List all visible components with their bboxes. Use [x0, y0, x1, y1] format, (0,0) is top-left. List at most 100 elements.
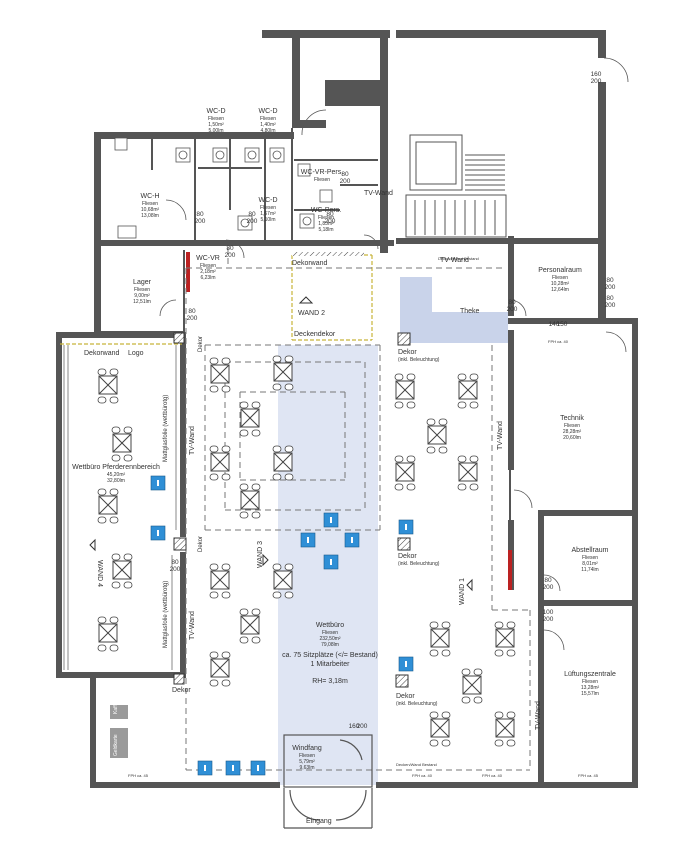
chair	[494, 739, 504, 747]
decor-label: Dekor	[172, 687, 191, 694]
room-perimeter: 4,80lm	[260, 128, 275, 134]
chair	[109, 488, 119, 496]
wall-1-label: WAND 1	[459, 578, 466, 605]
entrance	[283, 734, 373, 829]
chair	[209, 679, 219, 687]
room-area: 1,40m²	[260, 122, 276, 128]
fph-label: FPH ca. 40	[548, 339, 569, 344]
door-dim: 80	[606, 295, 614, 302]
glass-film-label: Mattglasfolie (wettbürotg)	[163, 395, 169, 462]
chair	[284, 473, 294, 481]
chair	[441, 621, 451, 629]
chair	[111, 581, 121, 589]
room-name: WC-D	[258, 197, 277, 204]
room-perimeter: 5,10lm	[260, 217, 275, 223]
room-area: 5,79m²	[299, 759, 315, 765]
table-group	[394, 373, 416, 409]
table-cross	[458, 462, 478, 482]
room-name: WC-VR	[196, 255, 220, 262]
chair	[111, 426, 121, 434]
window-dim: 140	[549, 321, 560, 328]
chair	[239, 511, 249, 519]
chair	[394, 373, 404, 381]
decor-lighting-note: (inkl. Beleuchtung)	[398, 561, 440, 567]
chair	[272, 563, 282, 571]
room-floor: Fliesen	[208, 116, 224, 122]
chair	[97, 616, 107, 624]
betting-terminal	[323, 512, 339, 528]
chair	[109, 616, 119, 624]
decor-label: Dekor	[396, 693, 415, 700]
table-group	[394, 455, 416, 491]
chair	[406, 483, 416, 491]
door-dim: 80	[326, 211, 334, 218]
cash-label: Geldkarte	[113, 734, 119, 756]
table-group	[426, 418, 448, 454]
betting-terminal	[300, 532, 316, 548]
door-dim: 200	[340, 178, 351, 185]
table-cross	[210, 658, 230, 678]
door-dim: 80	[606, 277, 614, 284]
room-perimeter: 20,60lm	[563, 435, 581, 441]
chair	[461, 668, 471, 676]
room-name: Lager	[133, 279, 152, 286]
door-dim: 200	[195, 218, 206, 225]
sanitary	[114, 137, 333, 239]
wall-arrows	[89, 296, 473, 592]
chair	[111, 553, 121, 561]
table-group	[97, 488, 119, 524]
betting-terminal	[197, 760, 213, 776]
chair	[251, 429, 261, 437]
terminal-mark	[307, 537, 309, 543]
chair	[461, 696, 471, 704]
betting-terminal	[150, 475, 166, 491]
room-name: WC-H	[140, 193, 159, 200]
chair	[239, 429, 249, 437]
room-name: WC-D	[206, 108, 225, 115]
chair	[221, 445, 231, 453]
table-cross	[273, 362, 293, 382]
terminal-mark	[232, 765, 234, 771]
betting-terminal	[398, 656, 414, 672]
room-floor: Fliesen	[552, 275, 568, 281]
room-name: WC-D	[258, 108, 277, 115]
room-name: WC-VR-Pers.	[301, 169, 343, 176]
table-cross	[458, 380, 478, 400]
room-floor: Fliesen	[299, 753, 315, 759]
table-cross	[273, 452, 293, 472]
table-group	[239, 608, 261, 644]
table-cross	[240, 490, 260, 510]
door-dim: 200	[187, 315, 198, 322]
terminal-mark	[257, 765, 259, 771]
decor-label: Dekor	[398, 553, 417, 560]
chair	[441, 711, 451, 719]
room-name: WC-Pers.	[311, 207, 341, 214]
chair	[469, 455, 479, 463]
door-dim: 80	[171, 559, 179, 566]
room-name: Lüftungszentrale	[564, 671, 616, 678]
door-dim: 200	[605, 284, 616, 291]
chair	[469, 483, 479, 491]
chair	[221, 591, 231, 599]
room-area: 45,20m²	[107, 472, 126, 478]
screens-layer	[150, 475, 414, 776]
chair	[438, 446, 448, 454]
chair	[209, 651, 219, 659]
counter-area-highlight	[400, 277, 508, 343]
table-cross	[395, 380, 415, 400]
chair	[221, 651, 231, 659]
chair	[221, 473, 231, 481]
chair	[209, 385, 219, 393]
chair	[109, 644, 119, 652]
terminal-mark	[157, 530, 159, 536]
table-group	[97, 368, 119, 404]
room-floor: Fliesen	[142, 201, 158, 207]
inner-walls	[101, 128, 511, 520]
existing-note: Decken/Wand Bestand	[396, 762, 437, 767]
chair	[441, 739, 451, 747]
room-area: 13,28m²	[581, 685, 600, 691]
decor-label: Dekor	[398, 349, 417, 356]
red-wall-left	[186, 252, 190, 292]
betting-terminal	[150, 525, 166, 541]
decor-label: Dekor	[198, 336, 204, 352]
